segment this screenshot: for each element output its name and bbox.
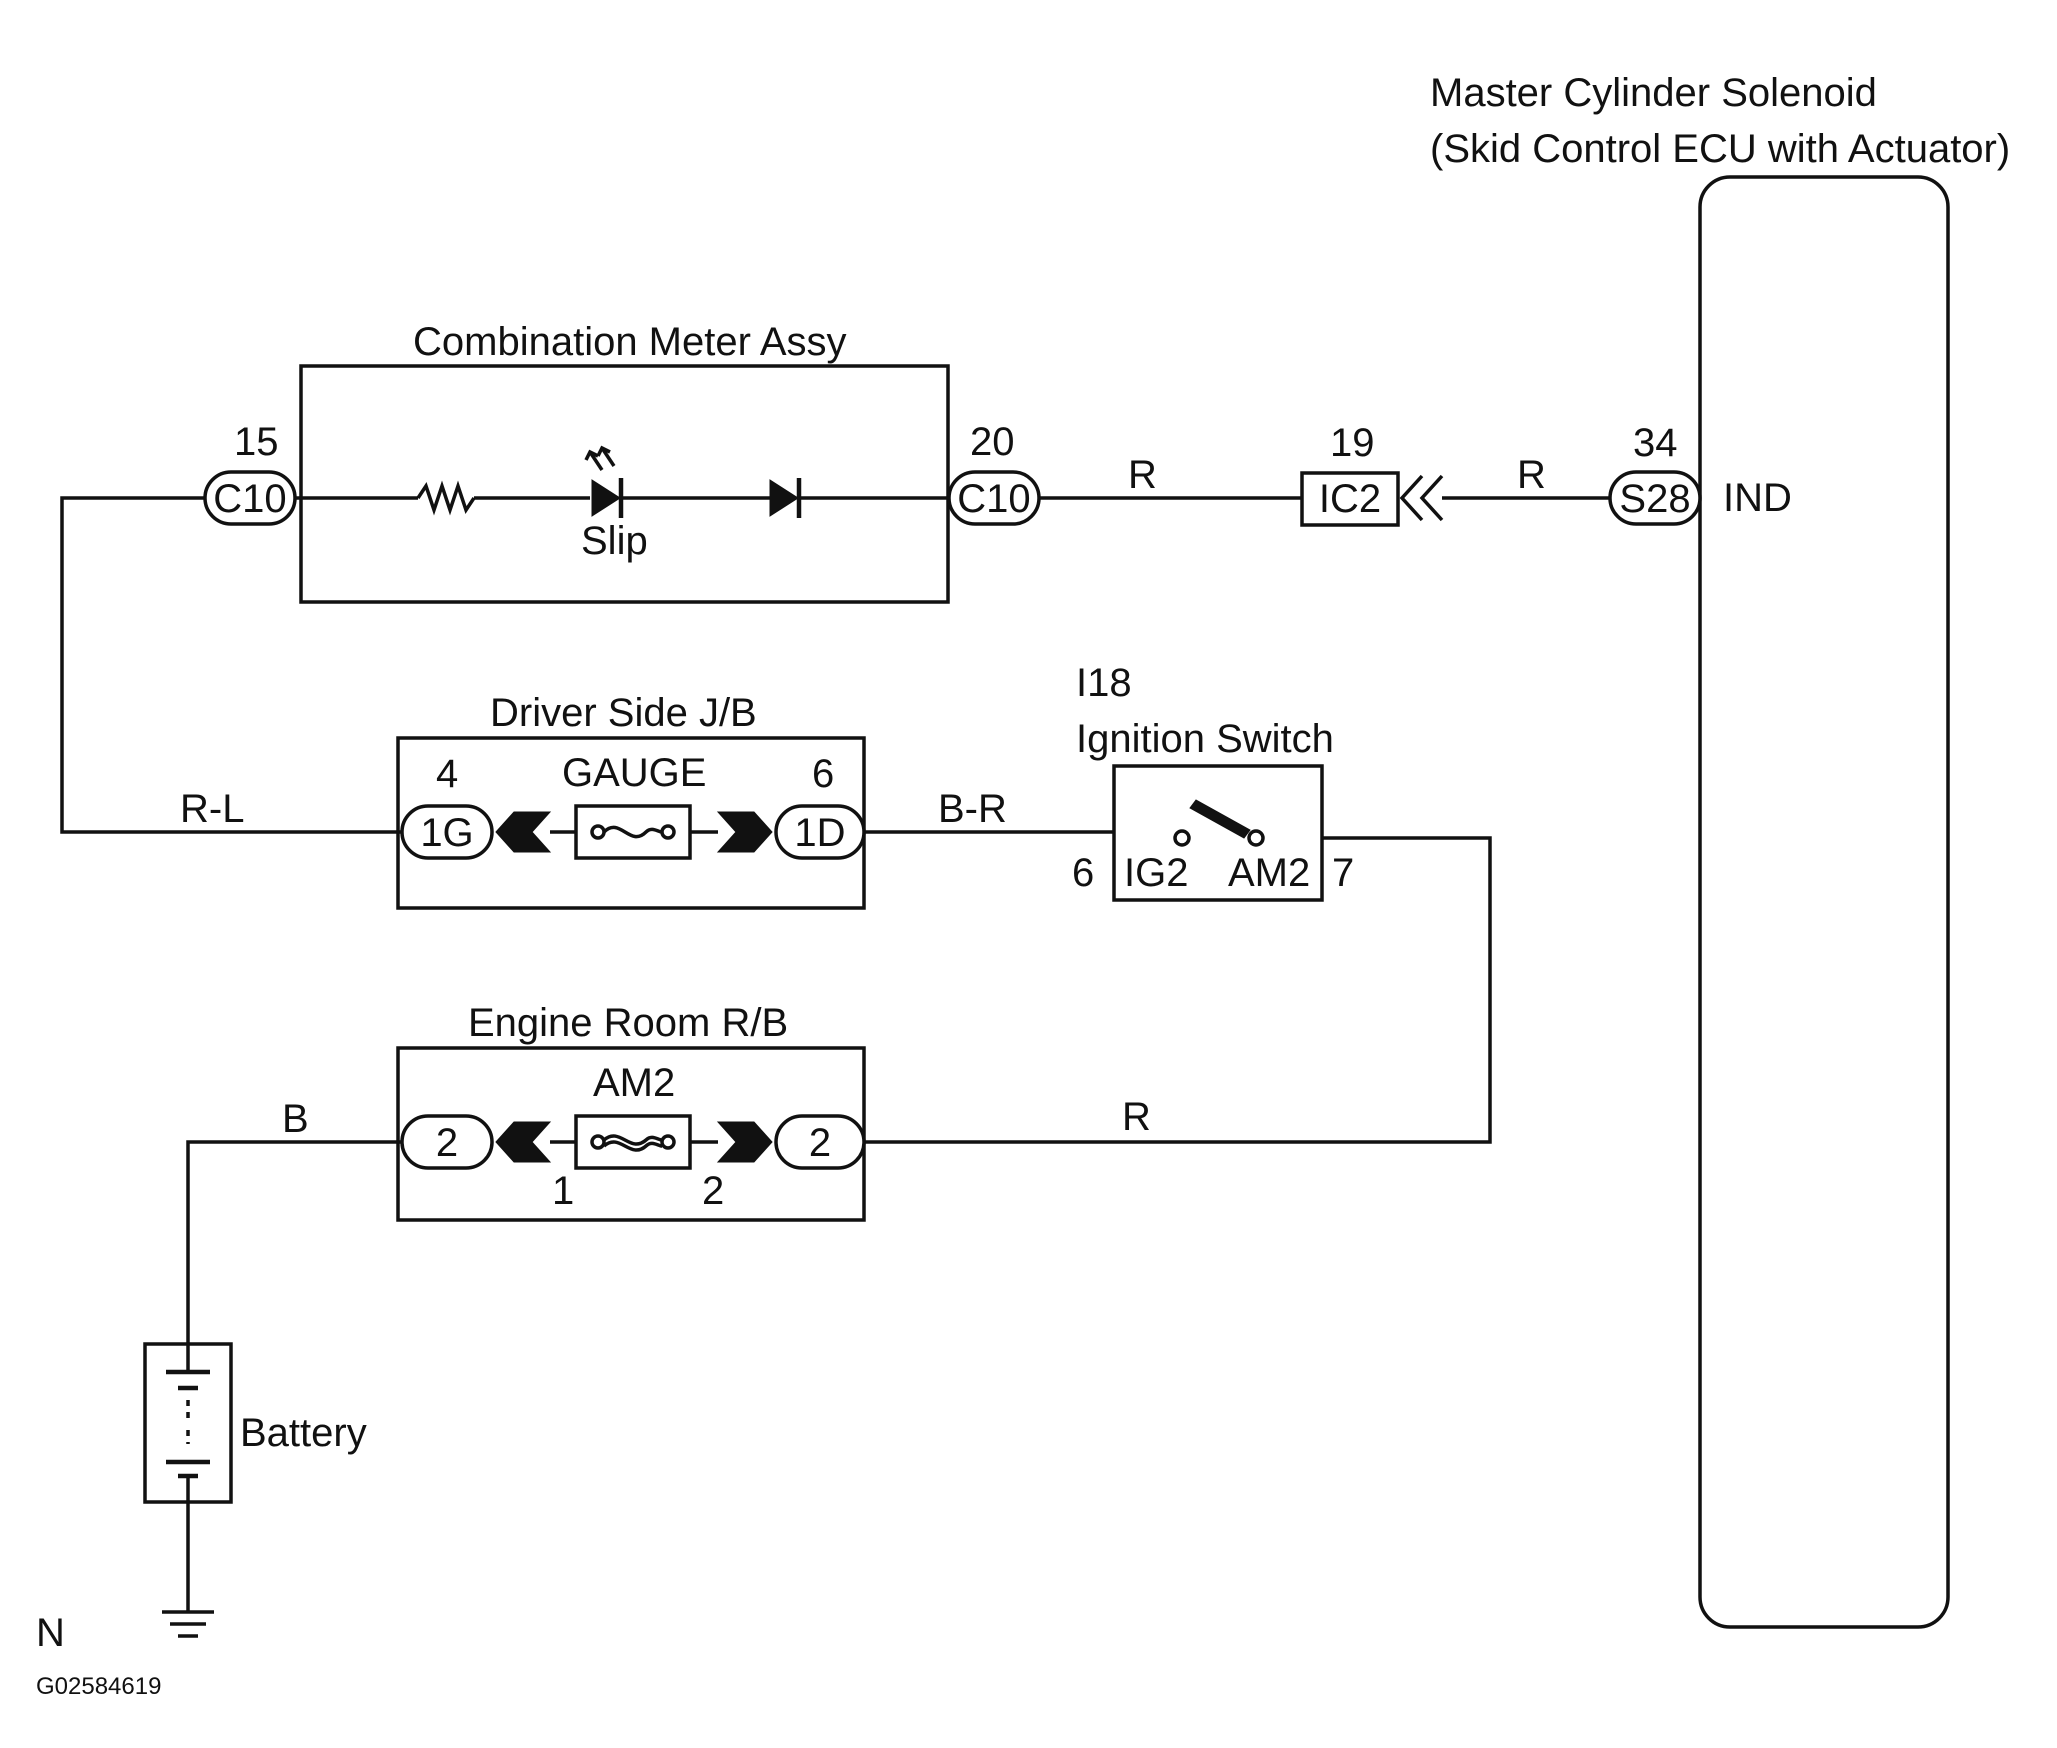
rb-left-terminal-icon <box>495 1121 552 1163</box>
ignition-right-pin-number: 7 <box>1332 851 1354 895</box>
jb-left-connector-label: 1G <box>420 811 473 855</box>
gauge-fuse-icon <box>574 804 692 860</box>
ic2-connector-label: IC2 <box>1319 477 1381 521</box>
meter-left-connector-label: C10 <box>213 477 286 521</box>
ignition-left-terminal: IG2 <box>1124 851 1188 895</box>
ic2-chevron-icon-1 <box>1399 474 1424 522</box>
wire-rb-to-ignition-color: R <box>1122 1095 1151 1139</box>
jb-right-terminal-icon <box>716 811 773 853</box>
ignition-switch-id: I18 <box>1076 661 1132 705</box>
wire-jb-to-meter <box>60 496 402 834</box>
meter-left-pin-number: 15 <box>234 420 279 464</box>
ground-label: N <box>36 1611 65 1655</box>
jb-right-pin-number: 6 <box>812 752 834 796</box>
am2-fusible-link-icon <box>574 1114 692 1170</box>
resistor-icon <box>416 480 476 516</box>
driver-jb-fuse-label: GAUGE <box>562 751 706 795</box>
battery: Battery <box>143 1342 367 1504</box>
rb-left-connector-label: 2 <box>436 1121 458 1165</box>
battery-label: Battery <box>240 1411 367 1455</box>
s28-connector-label: S28 <box>1619 477 1690 521</box>
slip-indicator-label: Slip <box>581 519 648 563</box>
wire-battery-to-rb <box>186 1140 402 1344</box>
rb-fuse-pin-left: 1 <box>552 1169 574 1213</box>
engine-rb-fuse-label: AM2 <box>593 1061 675 1105</box>
slip-indicator-led-icon <box>584 445 624 518</box>
wire-ic2-to-ecu-color: R <box>1517 453 1546 497</box>
jb-right-connector-label: 1D <box>794 811 845 855</box>
switch-contact-icon <box>1173 799 1265 847</box>
engine-rb-title: Engine Room R/B <box>468 1001 788 1045</box>
meter-right-pin-number: 20 <box>970 420 1015 464</box>
combination-meter-assy: Combination Meter Assy 15 C10 20 C10 Sli… <box>203 320 1041 604</box>
wire-jb-to-ignition-color: B-R <box>938 787 1007 831</box>
ignition-right-terminal: AM2 <box>1228 851 1310 895</box>
engine-room-rb: Engine Room R/B AM2 2 1 2 2 <box>396 1001 866 1222</box>
ignition-switch-title: Ignition Switch <box>1076 717 1334 761</box>
rb-fuse-pin-right: 2 <box>702 1169 724 1213</box>
rb-right-connector-label: 2 <box>809 1121 831 1165</box>
ecu-pin-label: IND <box>1723 476 1792 520</box>
driver-side-jb: Driver Side J/B GAUGE 4 1G 6 1D <box>396 691 866 910</box>
ic2-connector-box <box>1300 471 1400 527</box>
ignition-left-pin-number: 6 <box>1072 851 1094 895</box>
ignition-switch: I18 Ignition Switch 6 IG2 AM2 7 <box>1072 661 1354 902</box>
junction-ic2: 19 IC2 <box>1300 421 1444 527</box>
ic2-pin-number: 19 <box>1330 421 1375 465</box>
s28-connector <box>1608 470 1702 526</box>
combination-meter-box <box>299 364 950 604</box>
battery-cell-icon <box>166 1344 210 1502</box>
ic2-chevron-icon-2 <box>1419 474 1444 522</box>
rb-right-terminal-icon <box>716 1121 773 1163</box>
wire-jb-to-meter-color: R-L <box>180 787 244 831</box>
ecu-connector-s28: 34 S28 <box>1608 421 1702 526</box>
ground-icon <box>162 1502 214 1638</box>
jb-left-terminal-icon <box>495 811 552 853</box>
wire-rb-to-ignition <box>864 836 1492 1144</box>
s28-pin-number: 34 <box>1633 421 1678 465</box>
jb-left-pin-number: 4 <box>436 752 458 796</box>
ignition-switch-box <box>1112 764 1324 902</box>
wire-battery-to-rb-color: B <box>282 1097 309 1141</box>
diode-icon <box>769 478 802 518</box>
ecu-title-line2: (Skid Control ECU with Actuator) <box>1430 127 2010 171</box>
wire-meter-to-ic2-color: R <box>1128 453 1157 497</box>
driver-jb-title: Driver Side J/B <box>490 691 757 735</box>
meter-right-connector-label: C10 <box>957 477 1030 521</box>
ecu-title-line1: Master Cylinder Solenoid <box>1430 71 1877 115</box>
ecu-outline <box>1698 175 1950 1629</box>
combination-meter-title: Combination Meter Assy <box>413 320 847 364</box>
jb-left-connector <box>400 804 494 860</box>
skid-control-ecu: Master Cylinder Solenoid (Skid Control E… <box>1430 71 2010 1629</box>
rb-right-connector <box>774 1114 866 1170</box>
figure-code: G02584619 <box>36 1673 161 1700</box>
